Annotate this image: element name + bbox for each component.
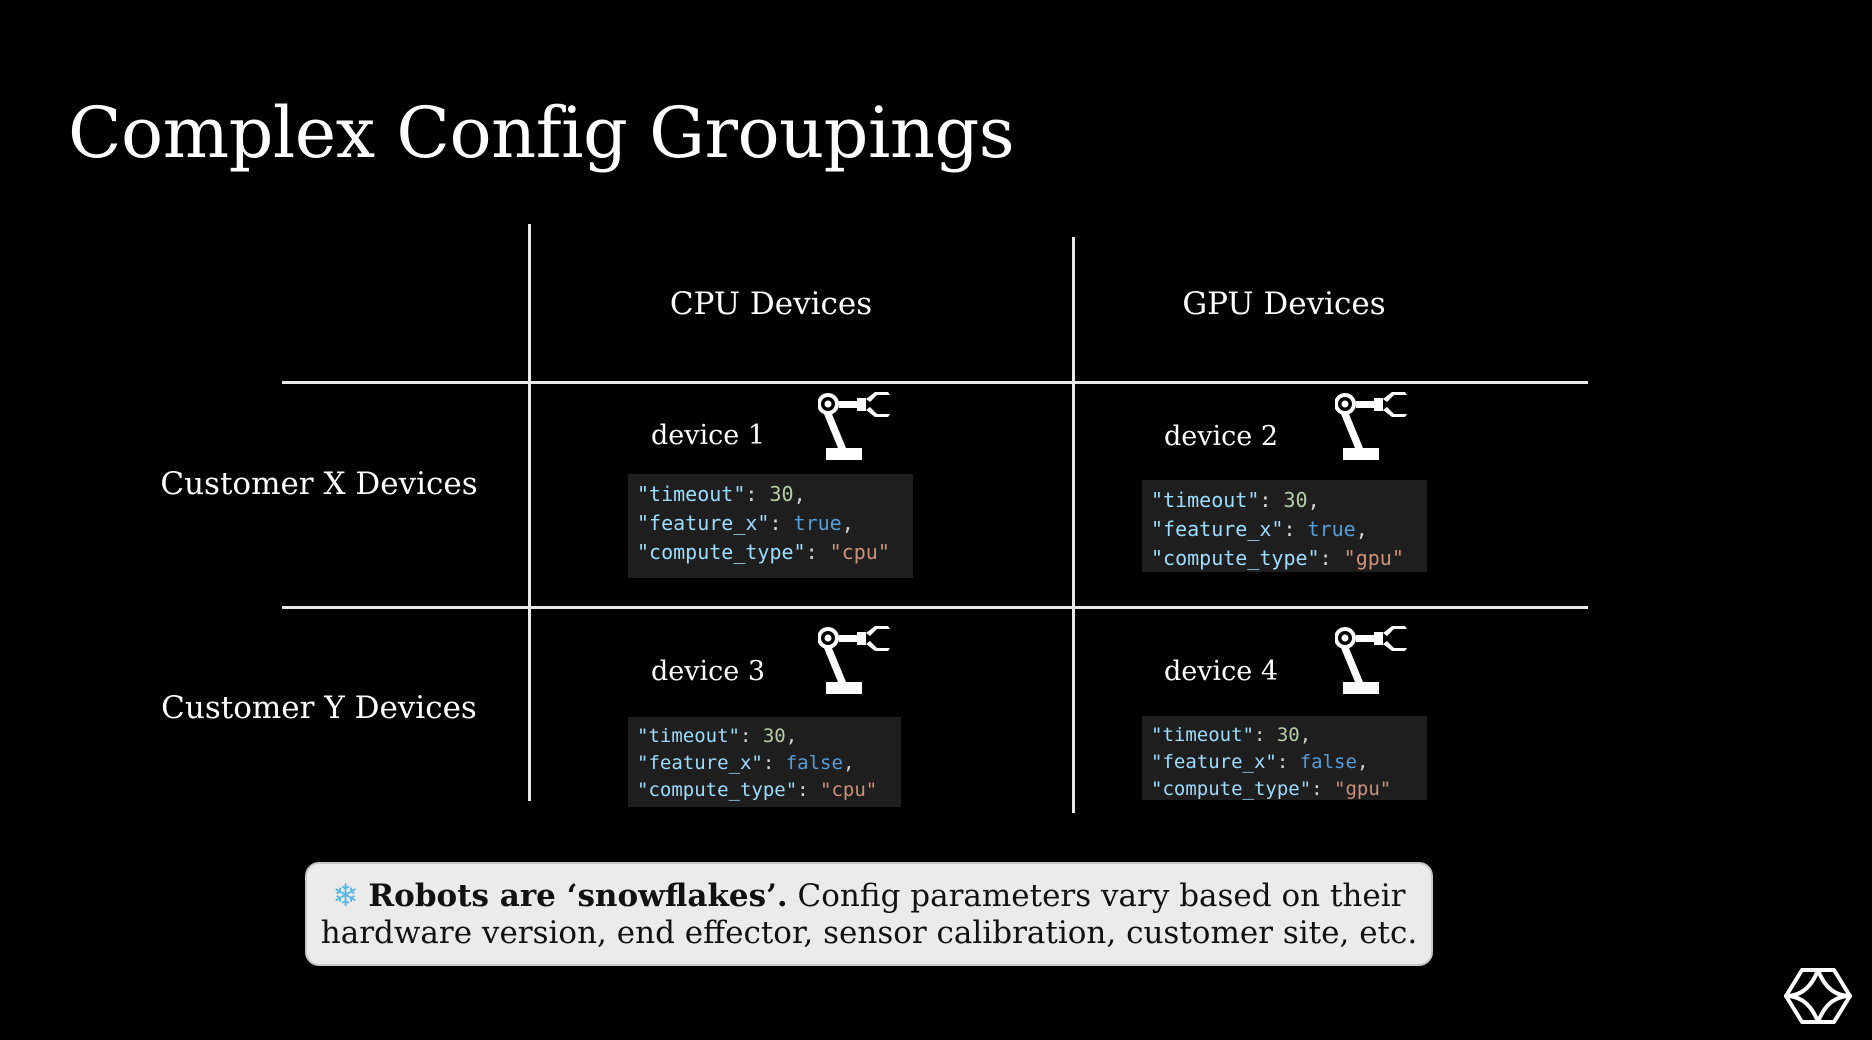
robot-arm-icon	[1335, 624, 1409, 696]
column-header-gpu: GPU Devices	[1182, 286, 1386, 322]
robot-arm-icon	[1335, 390, 1409, 462]
callout-line-2: hardware version, end effector, sensor c…	[320, 915, 1418, 951]
config-value-compute-type: "gpu"	[1334, 778, 1392, 800]
row-header-customer-x: Customer X Devices	[160, 466, 478, 502]
config-key-timeout: "timeout"	[637, 482, 746, 506]
grid-horizontal-line-2	[282, 606, 1588, 609]
column-header-cpu: CPU Devices	[669, 286, 873, 322]
config-value-compute-type: "gpu"	[1343, 546, 1404, 570]
config-value-timeout: 30	[1283, 488, 1308, 512]
config-key-compute-type: "compute_type"	[637, 779, 798, 801]
config-value-timeout: 30	[1276, 724, 1300, 746]
config-key-feature-x: "feature_x"	[637, 511, 770, 535]
grid-horizontal-line-1	[282, 381, 1588, 384]
config-key-feature-x: "feature_x"	[1151, 751, 1277, 773]
config-value-feature-x: true	[1307, 517, 1356, 541]
device-3-label: device 3	[651, 656, 766, 687]
grid-vertical-line-1	[528, 224, 531, 801]
config-key-timeout: "timeout"	[637, 725, 740, 747]
snowflake-icon: ❄	[332, 878, 359, 914]
config-key-compute-type: "compute_type"	[637, 540, 806, 564]
page-title: Complex Config Groupings	[68, 92, 1015, 174]
config-value-compute-type: "cpu"	[820, 779, 878, 801]
config-value-timeout: 30	[762, 725, 786, 747]
device-3-config: "timeout": 30, "feature_x": false, "comp…	[628, 717, 901, 807]
device-2-label: device 2	[1164, 421, 1279, 452]
logo-icon	[1784, 968, 1852, 1024]
grid-vertical-line-2	[1072, 237, 1075, 813]
device-4-config: "timeout": 30, "feature_x": false, "comp…	[1142, 716, 1427, 800]
config-key-feature-x: "feature_x"	[637, 752, 763, 774]
config-value-feature-x: false	[1299, 751, 1357, 773]
config-key-feature-x: "feature_x"	[1151, 517, 1284, 541]
device-1-label: device 1	[651, 420, 766, 451]
robot-arm-icon	[818, 624, 892, 696]
device-4-label: device 4	[1164, 656, 1279, 687]
config-value-feature-x: false	[785, 752, 843, 774]
callout-line-1: ❄ Robots are ‘snowflakes’. Config parame…	[307, 878, 1431, 915]
config-key-timeout: "timeout"	[1151, 724, 1254, 746]
config-value-compute-type: "cpu"	[829, 540, 890, 564]
callout-box: ❄ Robots are ‘snowflakes’. Config parame…	[305, 862, 1433, 966]
config-key-timeout: "timeout"	[1151, 488, 1260, 512]
callout-line-1-rest: Config parameters vary based on their	[787, 878, 1406, 914]
config-value-timeout: 30	[769, 482, 794, 506]
config-value-feature-x: true	[793, 511, 842, 535]
robot-arm-icon	[818, 390, 892, 462]
row-header-customer-y: Customer Y Devices	[161, 690, 477, 726]
config-key-compute-type: "compute_type"	[1151, 778, 1312, 800]
callout-bold-text: Robots are ‘snowflakes’.	[368, 878, 788, 914]
device-1-config: "timeout": 30, "feature_x": true, "compu…	[628, 474, 913, 578]
config-key-compute-type: "compute_type"	[1151, 546, 1320, 570]
device-2-config: "timeout": 30, "feature_x": true, "compu…	[1142, 480, 1427, 572]
